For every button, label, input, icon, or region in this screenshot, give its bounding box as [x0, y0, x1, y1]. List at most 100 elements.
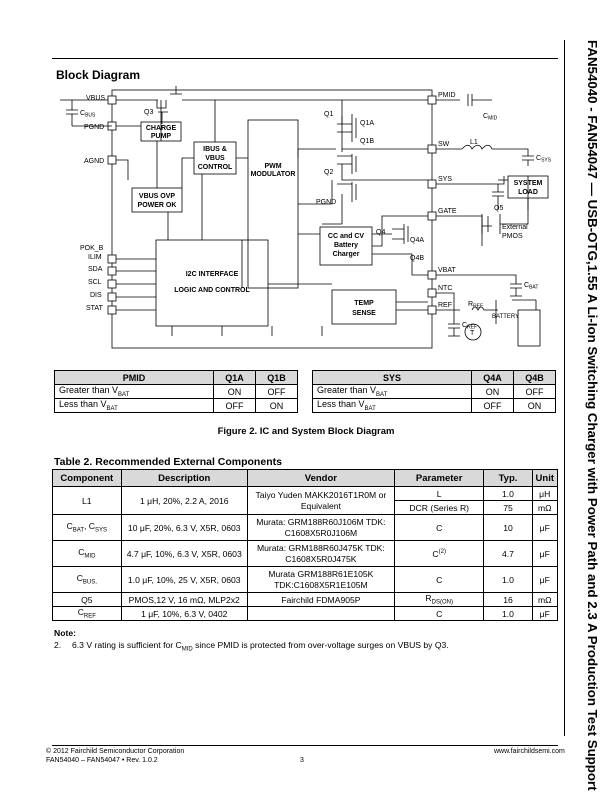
- table-cell: ON: [255, 398, 298, 413]
- pmid-table: PMID Q1A Q1B Greater than VBAT ON OFF Le…: [54, 370, 298, 413]
- typ-cell: 10: [483, 514, 533, 541]
- vendor-cell: Taiyo Yuden MAKK2016T1R0M or Equivalent: [246, 486, 395, 515]
- pin-ref-label: REF: [438, 302, 452, 309]
- vbus-ovp-label: VBUS OVP: [139, 193, 176, 200]
- pin-scl-label: SCL: [88, 279, 102, 286]
- ntc-t-label: T: [470, 330, 475, 337]
- block-diagram: VBUS PGND AGND POK_B ILIM SDA SCL DIS ST…: [60, 86, 552, 349]
- cbat-label: CBAT: [524, 282, 538, 291]
- condition-sub: BAT: [106, 405, 118, 412]
- typ-cell: 75: [483, 500, 533, 515]
- side-rule: [564, 40, 565, 736]
- temp-label: TEMP: [354, 300, 374, 307]
- footer-page: 3: [300, 757, 304, 764]
- table-row: Q5 PMOS,12 V, 16 mΩ, MLP2x2 Fairchild FD…: [52, 592, 559, 607]
- q4a-label: Q4A: [410, 237, 424, 244]
- q4b-label: Q4B: [410, 255, 424, 262]
- unit-cell: mΩ: [531, 500, 559, 515]
- cbus-label: CBUS: [80, 110, 96, 119]
- condition-sub: BAT: [364, 405, 376, 412]
- cc-cv-label-3: Charger: [333, 251, 360, 258]
- condition: Greater than V: [59, 385, 119, 396]
- condition-sub: BAT: [118, 391, 130, 398]
- sys-table-header: Q4B: [513, 370, 556, 385]
- q1a-label: Q1A: [360, 120, 374, 127]
- footer-rule: [52, 745, 558, 746]
- block-diagram-title: Block Diagram: [56, 68, 141, 82]
- parameter-cell: C(2): [393, 540, 485, 567]
- battery-label: BATTERY: [492, 314, 519, 320]
- sys-table: SYS Q4A Q4B Greater than VBAT ON OFF Les…: [312, 370, 556, 413]
- table-row: L1 1 μH, 20%, 2.2 A, 2016 Taiyo Yuden MA…: [52, 486, 559, 515]
- unit-cell: μF: [531, 566, 559, 593]
- description-cell: 1 μH, 20%, 2.2 A, 2016: [120, 486, 248, 515]
- charge-pump-label: CHARGE: [146, 125, 177, 132]
- pin-sda-label: SDA: [88, 266, 103, 273]
- unit-cell: μH: [531, 486, 559, 501]
- system-load-label-2: LOAD: [518, 189, 538, 196]
- table-cell: OFF: [213, 398, 256, 413]
- pmid-table-header: PMID: [54, 370, 214, 385]
- table-cell: ON: [471, 384, 514, 399]
- pmid-table-header: Q1A: [213, 370, 256, 385]
- table-row: Less than VBAT OFF ON: [54, 398, 298, 413]
- side-title: FAN54040 - FAN54047 — USB-OTG,1.55 A Li-…: [566, 40, 604, 791]
- description-cell: PMOS,12 V, 16 mΩ, MLP2x2: [120, 592, 248, 607]
- ibus-vbus-label-3: CONTROL: [198, 164, 233, 171]
- pin-gate-label: GATE: [438, 208, 457, 215]
- component-cell: CBUS,: [52, 566, 122, 593]
- temp-label-2: SENSE: [352, 310, 376, 317]
- note-text: 2.6.3 V rating is sufficient for CMID si…: [54, 640, 449, 653]
- rref-label: RREF: [468, 301, 483, 310]
- q1b-label: Q1B: [360, 138, 374, 145]
- pgnd-inner-label: PGND: [316, 199, 336, 206]
- pmid-table-header: Q1B: [255, 370, 298, 385]
- unit-cell: μF: [531, 540, 559, 567]
- i2c-label-2: LOGIC AND CONTROL: [174, 287, 250, 294]
- table-header: Unit: [531, 469, 559, 487]
- table-header: Description: [120, 469, 248, 487]
- pin-pmid-label: PMID: [438, 92, 456, 99]
- typ-cell: 4.7: [483, 540, 533, 567]
- pin-pgnd-label: PGND: [84, 124, 104, 131]
- component-cell: Q5: [52, 592, 122, 607]
- component-cell: CREF: [52, 606, 122, 621]
- figure-caption: Figure 2. IC and System Block Diagram: [217, 426, 395, 437]
- table-cell: OFF: [255, 384, 298, 399]
- footer-url[interactable]: www.fairchildsemi.com: [494, 748, 565, 755]
- table-cell: OFF: [513, 384, 556, 399]
- side-title-text: FAN54040 - FAN54047 — USB-OTG,1.55 A Li-…: [585, 40, 600, 791]
- table-cell: ON: [213, 384, 256, 399]
- vendor-cell: [246, 606, 395, 621]
- pin-sw-label: SW: [438, 141, 450, 148]
- pin-vbat-label: VBAT: [438, 267, 456, 274]
- i2c-label: I2C INTERFACE: [186, 271, 239, 278]
- parameter-cell: C: [393, 514, 485, 541]
- vendor-cell: Murata: GRM188R60J475K TDK: C1608X5R0J47…: [246, 540, 395, 567]
- q3-label: Q3: [144, 109, 153, 116]
- sys-table-header: Q4A: [471, 370, 514, 385]
- parameter-cell: C: [393, 606, 485, 621]
- description-cell: 1 μF, 10%, 6.3 V, 0402: [120, 606, 248, 621]
- component-cell: CMID: [52, 540, 122, 567]
- pin-vbus-label: VBUS: [86, 95, 105, 102]
- q1-label: Q1: [324, 111, 333, 118]
- cref-label: CREF: [462, 322, 477, 331]
- table-row: CMID 4.7 μF, 10%, 6.3 V, X5R, 0603 Murat…: [52, 540, 559, 567]
- table-row: CBAT, CSYS 10 μF, 20%, 6.3 V, X5R, 0603 …: [52, 514, 559, 541]
- components-table: Component Description Vendor Parameter T…: [52, 469, 559, 621]
- typ-cell: 1.0: [483, 566, 533, 593]
- description-cell: 10 μF, 20%, 6.3 V, X5R, 0603: [120, 514, 248, 541]
- pin-agnd-label: AGND: [84, 158, 104, 165]
- external-pmos-label-2: PMOS: [502, 233, 523, 240]
- parameter-cell: RDS(ON): [393, 592, 485, 607]
- component-cell: CBAT, CSYS: [52, 514, 122, 541]
- sys-table-header: SYS: [312, 370, 472, 385]
- table-cell: ON: [513, 398, 556, 413]
- condition: Greater than V: [317, 385, 377, 396]
- table2-title: Table 2. Recommended External Components: [54, 456, 282, 468]
- typ-cell: 16: [483, 592, 533, 607]
- vbus-ovp-label-2: POWER OK: [138, 202, 177, 209]
- table-header: Parameter: [393, 469, 485, 487]
- cc-cv-label: CC and CV: [328, 233, 365, 240]
